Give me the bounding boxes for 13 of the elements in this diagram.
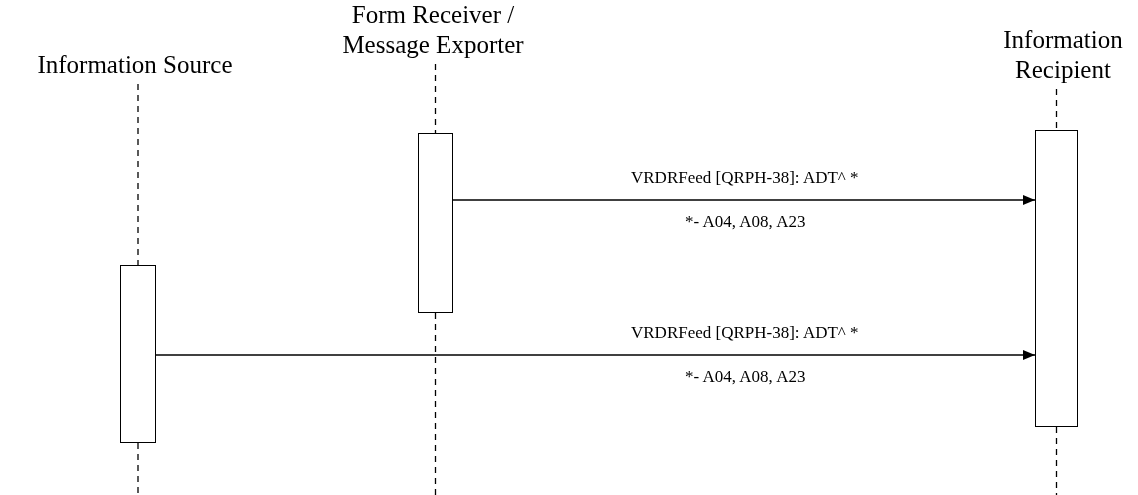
participant-name: Form Receiver / Message Exporter xyxy=(333,0,533,60)
activation-bar xyxy=(1035,130,1078,427)
lifeline xyxy=(137,83,139,266)
lifeline xyxy=(1055,88,1058,131)
message-label: VRDRFeed [QRPH-38]: ADT^ * xyxy=(629,323,861,343)
lifeline xyxy=(434,63,437,134)
message-label: VRDRFeed [QRPH-38]: ADT^ * xyxy=(629,168,861,188)
participant-name: Information Recipient xyxy=(993,25,1133,85)
message-arrow xyxy=(155,350,1036,360)
activation-bar xyxy=(418,133,453,313)
participant-name: Information Source xyxy=(5,50,265,80)
activation-bar xyxy=(120,265,156,443)
message-arrow xyxy=(452,195,1036,205)
